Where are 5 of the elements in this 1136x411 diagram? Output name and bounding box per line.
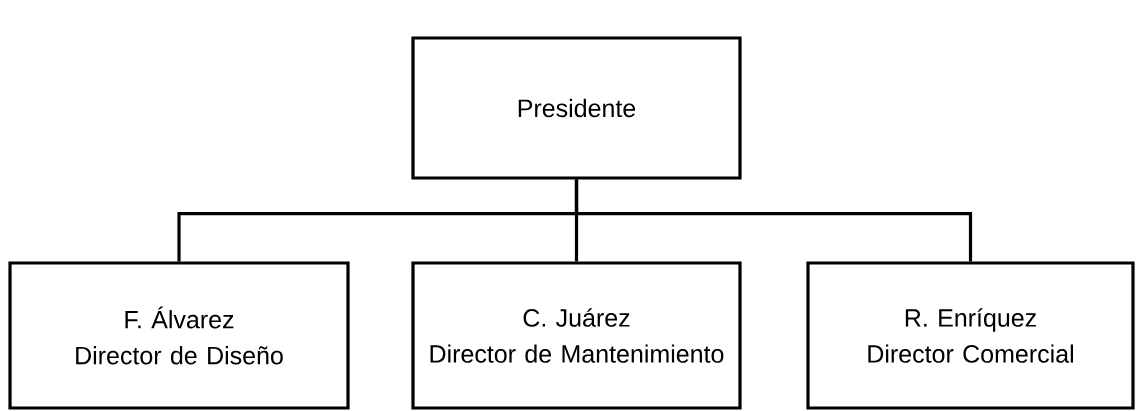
person-box: C. Juárez Director de Mantenimiento [411, 261, 742, 410]
title-box: Presidente [411, 36, 742, 180]
connector-line [574, 179, 973, 262]
person-box: R. Enríquez Director Comercial [806, 261, 1135, 410]
person-box: F. Álvarez Director de Diseño [8, 261, 350, 410]
